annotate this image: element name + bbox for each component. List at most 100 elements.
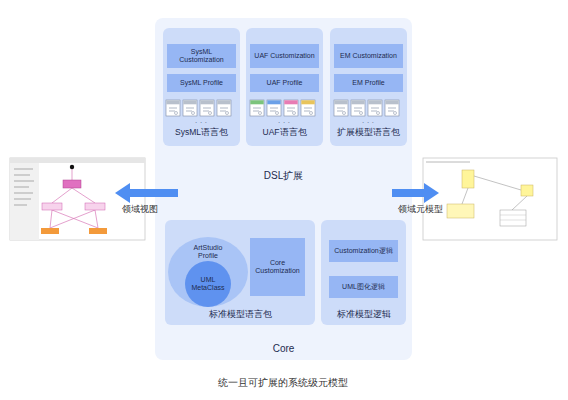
node-text: UAF Customization <box>250 44 319 68</box>
arrow-label: 领域视图 <box>100 204 180 216</box>
standard-package: 标准模型语言包ArtStudio ProfileUML MetaClassCor… <box>165 220 315 325</box>
language-package: 扩展模型语言包 EM Customization EM Profile <box>330 28 407 146</box>
ellipsis-mark: · · · <box>244 118 324 127</box>
screenshot-sidebar <box>10 163 39 240</box>
profile-icon <box>250 100 264 116</box>
big-arrow <box>115 183 178 203</box>
mini-class <box>521 185 533 196</box>
icon-header <box>217 100 230 104</box>
profile-icon <box>301 100 315 116</box>
mini-box <box>41 228 59 234</box>
icon-header <box>200 100 213 104</box>
icon-header <box>166 100 179 104</box>
graph-lines <box>462 176 527 210</box>
language-package: SysML语言包 SysML CustomizationSysML Profile <box>163 28 240 146</box>
node-text: Core <box>155 341 412 357</box>
node-text: 扩展模型语言包 <box>330 126 407 140</box>
profile-icon <box>166 100 180 116</box>
node-text: UAF语言包 <box>246 126 323 140</box>
screenshot-frame <box>423 158 557 240</box>
mini-box <box>42 203 62 210</box>
mini-box <box>85 203 105 210</box>
customization-bar: EM Customization <box>334 44 403 68</box>
node-text: 标准模型语言包 <box>165 308 315 322</box>
icon-header <box>284 100 297 104</box>
profile-icon <box>385 100 399 116</box>
arrow-label: 领域元模型 <box>380 204 460 216</box>
node-text: UAF Profile <box>250 74 319 92</box>
language-package: UAF语言包 UAF CustomizationUAF Profile <box>246 28 323 146</box>
logic-package: 标准模型逻辑 Customization逻辑 UML图化逻辑 <box>321 220 406 325</box>
logic-bar: Customization逻辑 <box>329 240 398 262</box>
icon-row <box>166 100 231 116</box>
profile-icon <box>267 100 281 116</box>
icon-header <box>183 100 196 104</box>
node-text: EM Profile <box>334 74 403 92</box>
node-text: EM Customization <box>334 44 403 68</box>
ellipsis-mark: · · · <box>328 118 408 127</box>
screenshot-toolbar <box>10 158 145 163</box>
icon-header <box>334 100 347 104</box>
screenshot-frame <box>10 158 145 240</box>
customization-bar: SysML Customization <box>167 44 236 68</box>
icon-header <box>351 100 364 104</box>
icon-row <box>250 100 315 116</box>
node-text: 标准模型逻辑 <box>321 308 406 322</box>
profile-bar: EM Profile <box>334 74 403 92</box>
sidebar-lines <box>14 169 34 205</box>
mini-table <box>500 210 526 226</box>
profile-ellipse: ArtStudio ProfileUML MetaClass <box>168 237 248 307</box>
profile-icon <box>217 100 231 116</box>
profile-icon <box>284 100 298 116</box>
icon-header <box>250 100 263 104</box>
arrow-head <box>115 183 130 203</box>
icon-header <box>301 100 314 104</box>
profile-icon <box>351 100 365 116</box>
node-text: Customization逻辑 <box>329 240 398 262</box>
node-text: ArtStudio Profile <box>186 242 230 262</box>
big-arrow <box>392 183 439 203</box>
profile-ellipse-shape <box>168 237 248 307</box>
start-dot <box>70 165 74 169</box>
view-screenshot <box>10 158 145 240</box>
metaclass-circle: UML MetaClass <box>185 261 231 307</box>
node-text: SysML Profile <box>167 74 236 92</box>
logic-bar: UML图化逻辑 <box>329 276 398 298</box>
profile-icon <box>334 100 348 116</box>
node-text: SysML Customization <box>167 44 236 68</box>
ellipsis-mark: · · · <box>161 118 241 127</box>
table-rule <box>500 215 526 216</box>
core-panel: DSL扩展CoreSysML语言包SysML CustomizationSysM… <box>155 18 412 360</box>
metaclass-circle-shape <box>185 261 231 307</box>
node-text: UML MetaClass <box>185 261 231 307</box>
customization-box: Core Customization <box>250 238 305 296</box>
profile-bar: UAF Profile <box>250 74 319 92</box>
mini-note <box>447 204 474 218</box>
node-text: UML图化逻辑 <box>329 276 398 298</box>
profile-bar: SysML Profile <box>167 74 236 92</box>
node-text: Core Customization <box>250 238 305 296</box>
arrow-shaft <box>392 189 426 197</box>
icon-header <box>267 100 280 104</box>
profile-icon <box>200 100 214 116</box>
mini-class <box>462 170 474 188</box>
title-line <box>426 162 470 163</box>
icon-row <box>334 100 399 116</box>
node-text: DSL扩展 <box>155 168 412 184</box>
mini-box <box>89 228 107 234</box>
profile-icon <box>183 100 197 116</box>
arrow-head <box>424 183 439 203</box>
node-text: SysML语言包 <box>163 126 240 140</box>
mini-box <box>63 180 81 188</box>
figure-caption: 统一且可扩展的系统级元模型 <box>133 376 433 390</box>
icon-header <box>385 100 398 104</box>
icon-header <box>368 100 381 104</box>
metamodel-screenshot <box>423 158 557 240</box>
customization-bar: UAF Customization <box>250 44 319 68</box>
arrow-shaft <box>128 189 178 197</box>
table-rule <box>500 220 526 221</box>
profile-icon <box>368 100 382 116</box>
